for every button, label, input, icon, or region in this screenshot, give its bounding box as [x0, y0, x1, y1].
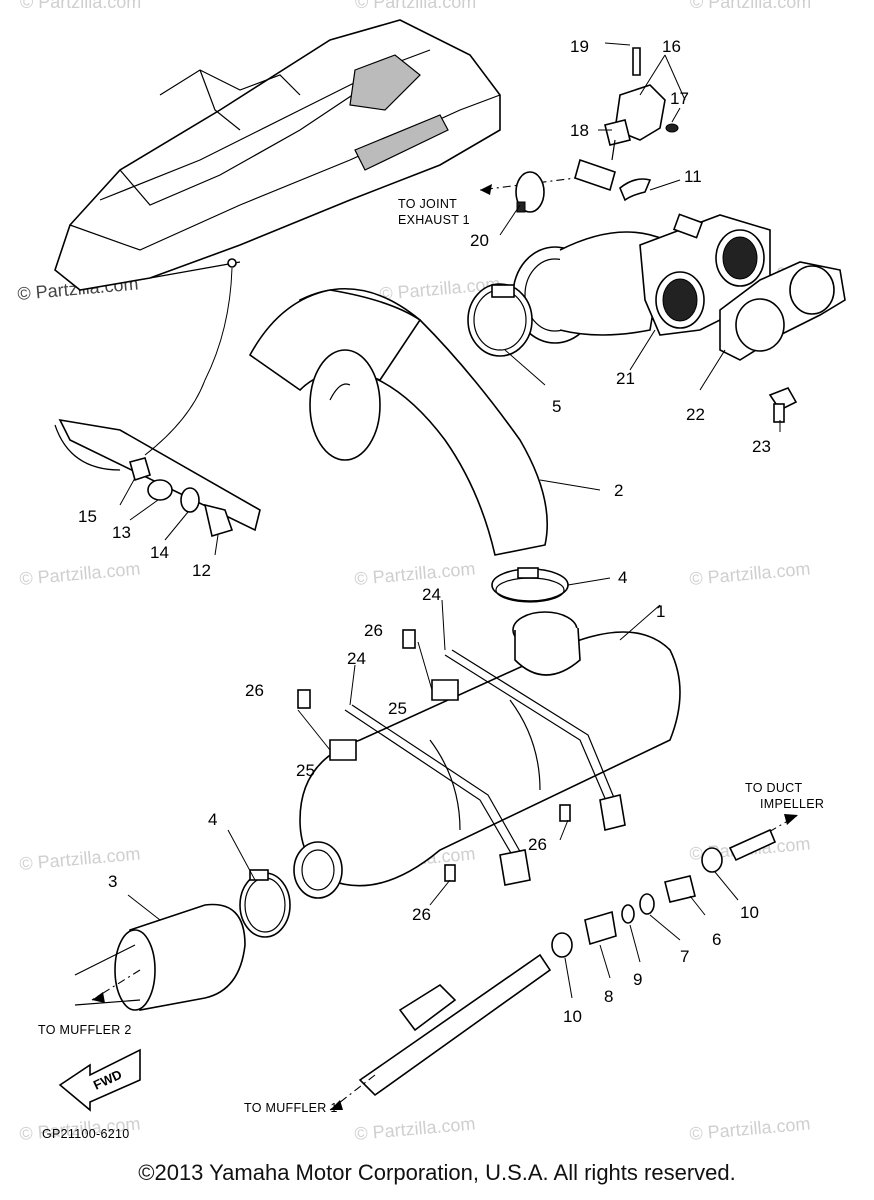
callout-1: 1	[656, 602, 665, 621]
band-clamp-5	[467, 283, 533, 357]
callout-20: 20	[470, 231, 489, 250]
callout-26-left: 26	[245, 681, 264, 700]
band-clamp-4-upper	[491, 567, 569, 603]
callout-18: 18	[570, 121, 589, 140]
hose-clamp-20	[515, 171, 545, 213]
callout-19: 19	[570, 37, 589, 56]
diagram-code: GP21100-6210	[42, 1127, 129, 1141]
callout-5: 5	[552, 397, 561, 416]
rubber-pipe-3	[74, 903, 246, 1011]
callout-24-lower: 24	[347, 649, 366, 668]
watermark-text: © Partzilla.com	[354, 1113, 477, 1143]
band-clamp-4-lower	[239, 869, 291, 938]
callout-3: 3	[108, 872, 117, 891]
callout-2: 2	[614, 481, 623, 500]
watermark-text: © Partzilla.com	[690, 0, 811, 12]
callout-13: 13	[112, 523, 131, 542]
to-muffler-1-label: TO MUFFLER 1	[244, 1101, 338, 1115]
callout-10-left: 10	[563, 1007, 582, 1026]
callout-10-right: 10	[740, 903, 759, 922]
watermark-text: © Partzilla.com	[689, 1113, 812, 1143]
callout-25-lower: 25	[296, 761, 315, 780]
callout-labels: 1 2 3 4 4 5 6 7 8 9 10 10 11 12 13 14 15…	[78, 37, 771, 1026]
callout-4-lower: 4	[208, 810, 217, 829]
callout-26-top: 26	[364, 621, 383, 640]
callout-21: 21	[616, 369, 635, 388]
callout-9: 9	[633, 970, 642, 989]
left-bracket-hardware	[54, 418, 261, 538]
callout-16: 16	[662, 37, 681, 56]
annotations: TO DUCT IMPELLER TO MUFFLER 2 TO MUFFLER…	[38, 781, 824, 1141]
callout-24-upper: 24	[422, 585, 441, 604]
callout-23: 23	[752, 437, 771, 456]
watercraft-illustration	[54, 19, 501, 291]
callout-4-upper: 4	[618, 568, 627, 587]
watermark-text: © Partzilla.com	[19, 558, 142, 588]
callout-22: 22	[686, 405, 705, 424]
exhaust-1-label: EXHAUST 1	[398, 213, 470, 227]
callout-17: 17	[670, 89, 689, 108]
watermark-text: © Partzilla.com	[19, 843, 142, 873]
bolt-23	[768, 387, 798, 423]
callout-7: 7	[680, 947, 689, 966]
exhaust-pipe-2	[248, 288, 548, 556]
watermark-text: © Partzilla.com	[20, 0, 141, 12]
fwd-arrow: FWD	[58, 1048, 141, 1112]
callout-8: 8	[604, 987, 613, 1006]
watermark-text: © Partzilla.com	[354, 558, 477, 588]
exhaust-joint-assembly	[512, 213, 846, 361]
to-joint-exhaust-annotation: TO JOINT EXHAUST 1	[398, 174, 601, 227]
callout-6: 6	[712, 930, 721, 949]
watermark-text: © Partzilla.com	[355, 0, 476, 12]
callout-11: 11	[684, 167, 702, 186]
callout-12: 12	[192, 561, 211, 580]
water-hose-upper	[574, 158, 652, 202]
to-joint-label: TO JOINT	[398, 197, 457, 211]
impeller-label: IMPELLER	[760, 797, 824, 811]
watermark-text: © Partzilla.com	[689, 558, 812, 588]
to-duct-label: TO DUCT	[745, 781, 802, 795]
callout-15: 15	[78, 507, 97, 526]
callout-26-bottom: 26	[412, 905, 431, 924]
to-muffler-2-label: TO MUFFLER 2	[38, 1023, 132, 1037]
straps-24	[344, 649, 626, 886]
callout-14: 14	[150, 543, 169, 562]
water-line-hardware	[329, 814, 799, 1111]
callout-26-right: 26	[528, 835, 547, 854]
bracket-assembly	[604, 47, 679, 161]
callout-25-upper: 25	[388, 699, 407, 718]
fasteners-25-26	[297, 629, 571, 882]
leader-lines	[119, 42, 781, 999]
copyright-notice: ©2013 Yamaha Motor Corporation, U.S.A. A…	[138, 1160, 736, 1185]
